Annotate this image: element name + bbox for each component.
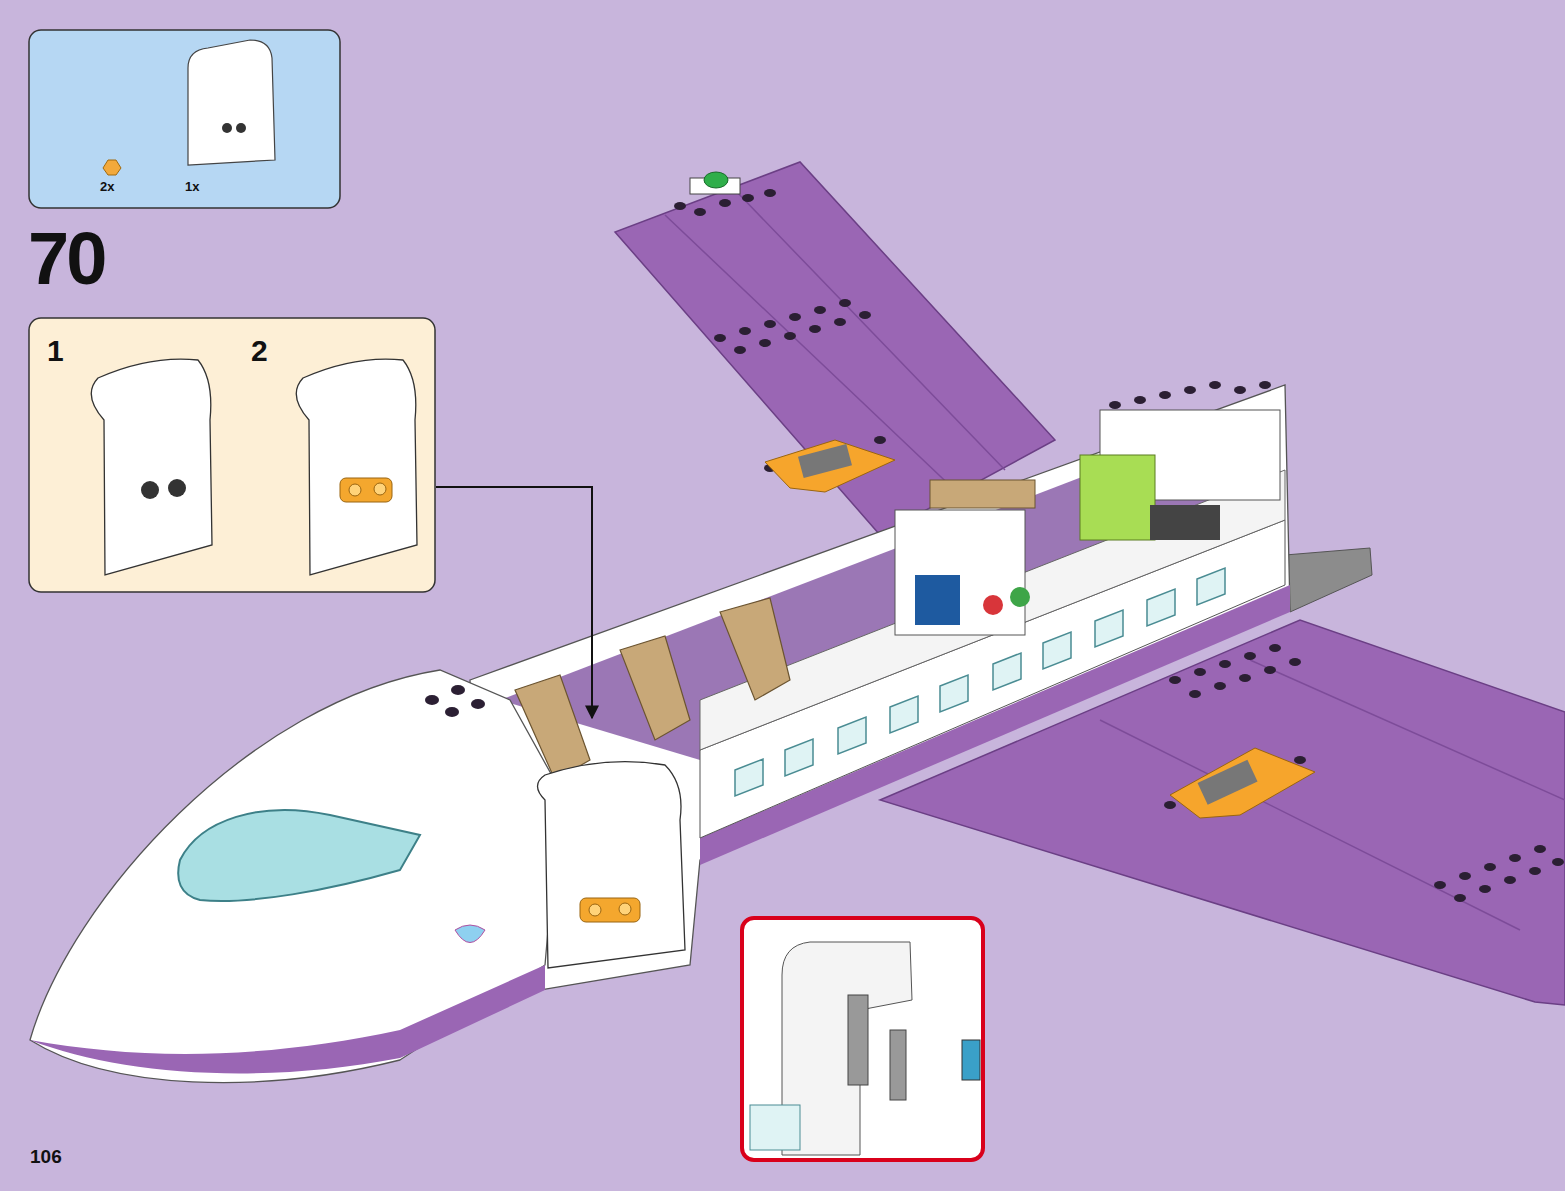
door-panel <box>91 359 212 575</box>
inset-screen <box>962 1040 980 1080</box>
engine-grille <box>798 444 852 478</box>
wing-panel-lines <box>665 190 1005 495</box>
stud <box>222 123 232 133</box>
inset-window <box>750 1105 800 1150</box>
part-count: 1x <box>185 180 199 193</box>
substep-box: 12 <box>29 318 435 592</box>
inset-bar <box>848 995 868 1085</box>
part-count: 2x <box>100 180 114 193</box>
far-wing <box>615 162 1055 535</box>
orange-parts <box>580 898 640 922</box>
detail-inset <box>742 918 983 1160</box>
nose-stripe <box>30 965 545 1073</box>
door-panel <box>538 762 686 968</box>
seats <box>515 598 790 780</box>
far-engine <box>765 440 895 492</box>
lavatory <box>895 510 1025 635</box>
parts-list-box: 2x 1x <box>29 30 340 208</box>
stud <box>349 484 361 496</box>
assembly-arrow <box>436 487 592 718</box>
parts-box-ground <box>29 30 340 208</box>
wing-studs <box>674 189 971 502</box>
nose <box>30 670 560 1083</box>
stud <box>589 904 601 916</box>
inset-wall <box>782 942 912 1155</box>
lavatory-sign <box>915 575 960 625</box>
cockpit-window <box>178 810 420 901</box>
stud <box>168 479 186 497</box>
tail-plate <box>1285 548 1372 612</box>
fuselage-studs <box>1109 381 1271 409</box>
wing-studs <box>1164 644 1564 902</box>
nose-studs <box>425 685 485 717</box>
engine-grille <box>1198 760 1258 805</box>
coffee-machine <box>1150 505 1220 540</box>
stud <box>141 481 159 499</box>
lavatory-roof <box>930 480 1035 508</box>
door-panel-part <box>188 40 275 165</box>
orange-parts <box>340 478 392 502</box>
step-number: 70 <box>28 222 104 296</box>
red-light <box>983 595 1003 615</box>
substep-number: 2 <box>251 336 268 366</box>
green-light <box>1010 587 1030 607</box>
green-cabinet <box>1080 455 1155 540</box>
substep-box-ground <box>29 318 435 592</box>
orange-round-part <box>103 160 121 175</box>
cabin-far-wall <box>700 470 1285 750</box>
stud <box>619 903 631 915</box>
substep-number: 1 <box>47 336 64 366</box>
stud <box>374 483 386 495</box>
page-number: 106 <box>30 1147 62 1166</box>
wing-panel-lines <box>1100 660 1565 930</box>
near-engine <box>1170 748 1315 818</box>
inset-bar <box>890 1030 906 1100</box>
stud <box>236 123 246 133</box>
heart-logo <box>455 925 485 943</box>
green-light <box>704 172 728 188</box>
door-panel <box>296 359 417 575</box>
